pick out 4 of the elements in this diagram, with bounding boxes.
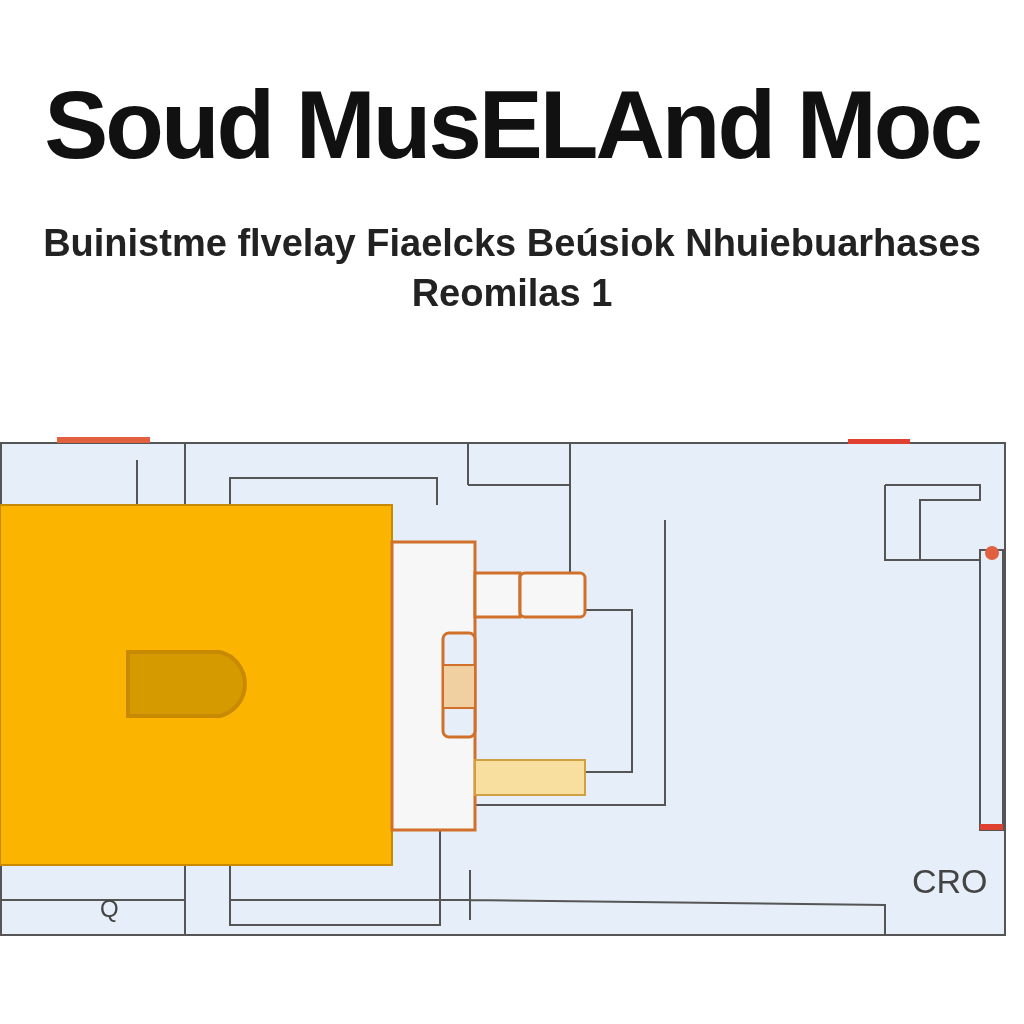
room-label: CRO xyxy=(912,862,988,901)
subtitle: Buinistme flvelay Fiaelcks Beúsiok Nhuiebuarhases Reomilas 1 xyxy=(42,221,982,316)
title: Soud MusELAnd Moc xyxy=(43,70,981,180)
room-label: Q xyxy=(100,895,119,923)
